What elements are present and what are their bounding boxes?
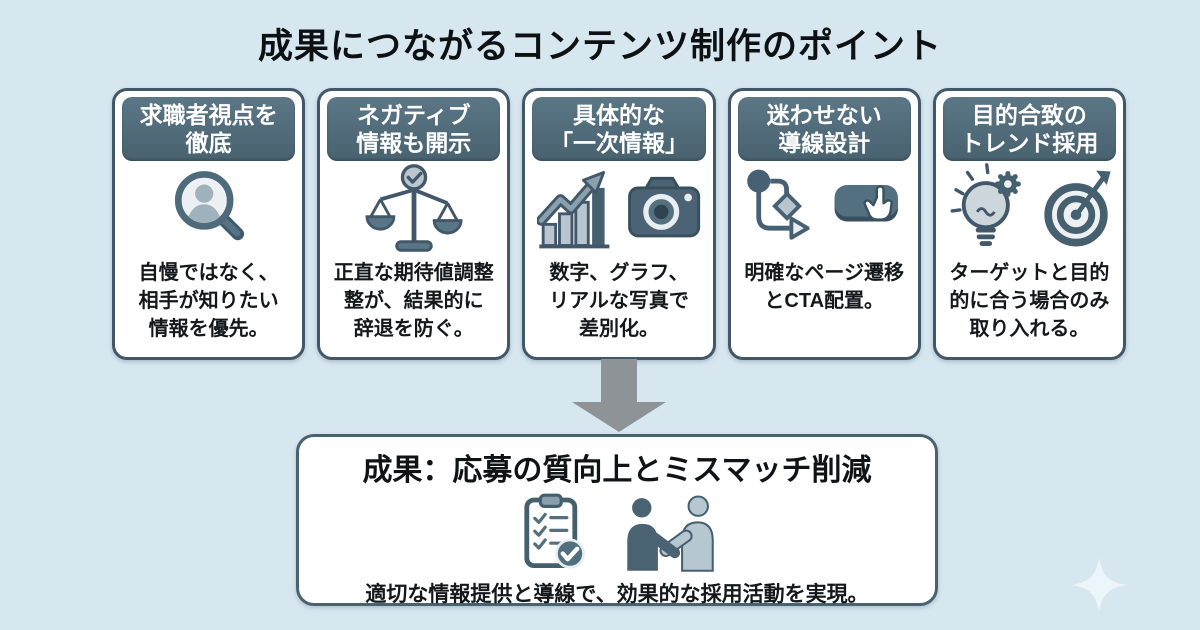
card-header-label: 具体的な 「一次情報」 xyxy=(550,101,688,156)
result-box: 成果：応募の質向上とミスマッチ削減 xyxy=(296,434,938,606)
sparkle-icon xyxy=(1072,558,1126,617)
page-title: 成果につながるコンテンツ制作のポイント xyxy=(257,27,942,66)
down-arrow-head xyxy=(572,402,666,432)
flowchart-cta-icon xyxy=(742,161,906,257)
points-row: 求職者視点を 徹底 自慢ではなく、 相手が知りたい 情報を優先。 ネガティブ 情… xyxy=(112,88,1127,360)
card-primary-info: 具体的な 「一次情報」 数字、グラフ、 リア xyxy=(522,88,716,360)
card-body-text: 正直な期待値調整 整が、結果的に 辞退を防ぐ。 xyxy=(333,262,494,340)
chart-camera-icon xyxy=(537,161,701,257)
result-title: 成果：応募の質向上とミスマッチ削減 xyxy=(362,454,872,487)
card-header-label: ネガティブ 情報も開示 xyxy=(356,101,472,156)
checklist-clipboard-icon xyxy=(514,490,594,579)
card-header-label: 目的合致の トレンド採用 xyxy=(960,101,1099,156)
result-icons xyxy=(514,490,720,578)
handshake-icon xyxy=(620,491,720,578)
card-negative-info: ネガティブ 情報も開示 正直な期待値調整 整が、結果的に 辞退を防ぐ。 xyxy=(317,88,511,360)
card-header-label: 迷わせない 導線設計 xyxy=(766,101,882,156)
down-arrow-icon xyxy=(601,359,637,403)
card-body-text: 自慢ではなく、 相手が知りたい 情報を優先。 xyxy=(138,262,279,340)
card-trend-adoption: 目的合致の トレンド採用 xyxy=(932,88,1127,360)
card-navigation-design: 迷わせない 導線設計 明確なページ遷移 とCTA配置。 xyxy=(727,88,921,360)
card-body-text: 明確なページ遷移 とCTA配置。 xyxy=(744,262,905,312)
result-body-text: 適切な情報提供と導線で、効果的な採用活動を実現。 xyxy=(365,583,869,606)
magnifier-person-icon xyxy=(159,161,259,257)
balance-scale-icon xyxy=(358,161,470,257)
card-header-badge: 求職者視点を 徹底 xyxy=(122,97,296,161)
card-header-label: 求職者視点を 徹底 xyxy=(139,101,278,156)
card-header-badge: 迷わせない 導線設計 xyxy=(737,97,911,161)
card-jobseeker-perspective: 求職者視点を 徹底 自慢ではなく、 相手が知りたい 情報を優先。 xyxy=(112,88,306,360)
card-header-badge: 目的合致の トレンド採用 xyxy=(942,97,1117,161)
bulb-target-icon xyxy=(947,161,1112,257)
card-body-text: ターゲットと目的 的に合う場合のみ 取り入れる。 xyxy=(949,262,1110,340)
card-header-badge: 具体的な 「一次情報」 xyxy=(532,97,706,161)
card-header-badge: ネガティブ 情報も開示 xyxy=(327,97,501,161)
card-body-text: 数字、グラフ、 リアルな写真で 差別化。 xyxy=(549,262,689,340)
